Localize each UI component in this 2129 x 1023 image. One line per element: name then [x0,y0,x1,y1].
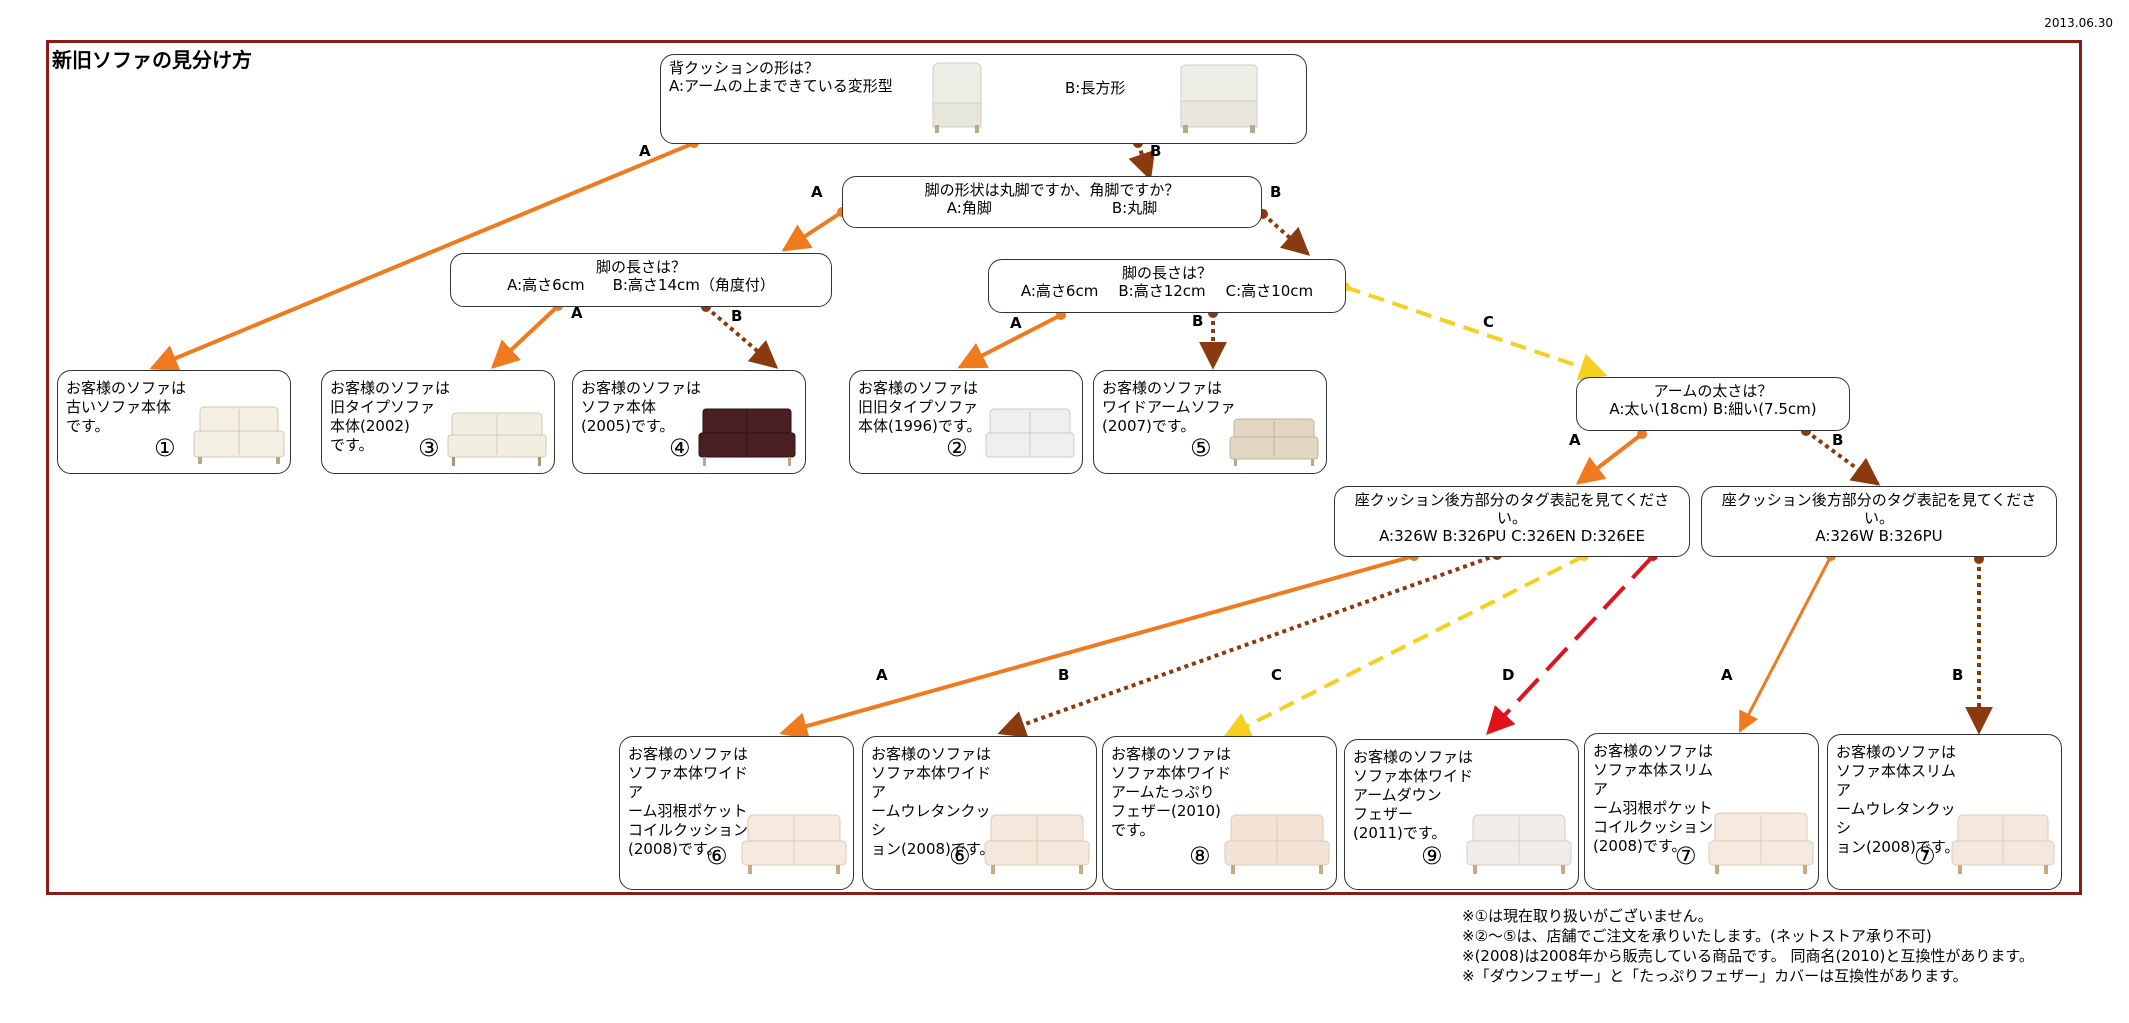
option-c: C:高さ10cm [1225,282,1314,300]
result-number: ③ [418,434,440,462]
options: A:326W B:326PU [1815,527,1943,545]
sofa-image [698,408,796,466]
back-cushion-a-image [932,62,982,133]
option-b: B:高さ14cm（角度付） [612,276,775,294]
question-arm-width: アームの太さは？ A:太い(18cm) B:細い(7.5cm) [1576,377,1850,431]
result-number: ⑥ [706,842,728,870]
result-7-feather: お客様のソファは ソファ本体スリムア ーム羽根ポケット コイルクッション (20… [1584,733,1819,890]
question-back-cushion: 背クッションの形は？ A:アームの上まできている変形型 B:長方形 [660,54,1307,144]
sofa-image [447,412,547,466]
footnote: ※②～⑤は、店舗でご注文を承りいたします。(ネットストア承り不可) [1462,927,1932,945]
footnote: ※(2008)は2008年から販売している商品です。 同商名(2010)と互換性… [1462,947,2034,965]
result-text: お客様のソファは ソファ本体 (2005)です。 [581,379,702,435]
result-number: ⑧ [1189,842,1211,870]
edge-label-q5b: B [1832,431,1844,449]
option-a: A:アームの上まできている変形型 [669,77,893,95]
question-seat-tag-b: 座クッション後方部分のタグ表記を見てください。 A:326W B:326PU [1701,486,2057,557]
footnotes: ※①は現在取り扱いがございません。 ※②～⑤は、店舗でご注文を承りいたします。(… [1462,906,2034,986]
options: A:326W B:326PU C:326EN D:326EE [1379,527,1645,545]
result-4: お客様のソファは ソファ本体 (2005)です。 ④ [572,370,806,474]
option-a: A:高さ6cm [1020,282,1099,300]
edge-label-q3a: A [571,304,583,322]
sofa-image [1229,418,1319,466]
footnote: ※「ダウンフェザー」と「たっぷりフェザー」カバーは互換性があります。 [1462,967,1968,985]
result-3: お客様のソファは 旧タイプソファ 本体(2002) です。 ③ [321,370,555,474]
result-number: ⑦ [1914,842,1936,870]
result-text: お客様のソファは ソファ本体ワイドア ームウレタンクッシ ョン(2008)です。 [871,745,995,858]
result-1: お客様のソファは 古いソファ本体 です。 ① [57,370,291,474]
footnote: ※①は現在取り扱いがございません。 [1462,907,1713,925]
result-text: お客様のソファは ソファ本体スリムア ームウレタンクッシ ョン(2008)です。 [1836,743,1960,856]
question-text: 脚の長さは？ [1121,264,1212,282]
page-title: 新旧ソファの見分け方 [52,48,252,72]
result-text: お客様のソファは 旧タイプソファ 本体(2002) です。 [330,379,451,454]
question-text: 脚の長さは？ [595,258,686,276]
question-leg-shape: 脚の形状は丸脚ですか、角脚ですか？ A:角脚 B:丸脚 [842,176,1262,228]
edge-label-q7b: B [1952,666,1964,684]
result-number: ④ [669,434,691,462]
edge-label-q1b: B [1150,142,1162,160]
result-text: お客様のソファは 旧旧タイプソファ 本体(1996)です。 [858,379,982,435]
result-text: お客様のソファは ソファ本体ワイド アームたっぷり フェザー(2010) です。 [1111,745,1232,839]
edge-label-q4c: C [1483,313,1495,331]
option-b: B:丸脚 [1111,199,1158,217]
result-number: ⑥ [949,842,971,870]
edge-label-q6a: A [876,666,888,684]
edge-label-q4b: B [1192,312,1204,330]
question-text: 座クッション後方部分のタグ表記を見てください。 [1354,491,1670,527]
option-b: B:長方形 [1065,79,1126,97]
diagram-frame [46,40,2082,895]
option-b: B:高さ12cm [1118,282,1206,300]
question-leg-length-b: 脚の長さは？ A:高さ6cm B:高さ12cm C:高さ10cm [988,259,1346,313]
result-2: お客様のソファは 旧旧タイプソファ 本体(1996)です。 ② [849,370,1083,474]
question-seat-tag-a: 座クッション後方部分のタグ表記を見てください。 A:326W B:326PU C… [1334,486,1690,557]
sofa-image [1708,812,1814,874]
result-number: ② [946,434,968,462]
result-8: お客様のソファは ソファ本体ワイド アームたっぷり フェザー(2010) です。… [1102,736,1337,890]
result-number: ⑤ [1190,434,1212,462]
edge-label-q6d: D [1502,666,1515,684]
edge-label-q1a: A [639,142,651,160]
result-text: お客様のソファは ソファ本体スリムア ーム羽根ポケット コイルクッション (20… [1593,742,1714,855]
sofa-image [1951,814,2055,874]
result-text: お客様のソファは ソファ本体ワイドア ーム羽根ポケット コイルクッション (20… [628,745,749,858]
result-text: お客様のソファは 古いソファ本体 です。 [66,379,187,435]
edge-label-q4a: A [1010,314,1022,332]
sofa-image [984,814,1090,874]
edge-label-q2b: B [1270,183,1282,201]
question-text: 脚の形状は丸脚ですか、角脚ですか？ [924,181,1180,199]
edge-label-q7a: A [1721,666,1733,684]
result-9: お客様のソファは ソファ本体ワイド アームダウン フェザー (2011)です。 … [1344,739,1579,890]
edge-label-q6c: C [1271,666,1283,684]
sofa-image [1224,814,1330,874]
result-number: ⑨ [1421,842,1443,870]
result-number: ⑦ [1675,842,1697,870]
edge-label-q3b: B [731,307,743,325]
edge-label-q5a: A [1569,431,1581,449]
result-text: お客様のソファは ワイドアームソファ (2007)です。 [1102,379,1236,435]
result-text: お客様のソファは ソファ本体ワイド アームダウン フェザー (2011)です。 [1353,748,1474,842]
sofa-image [741,814,847,874]
result-7-urethane: お客様のソファは ソファ本体スリムア ームウレタンクッシ ョン(2008)です。… [1827,734,2062,890]
option-a: A:角脚 [946,199,992,217]
back-cushion-b-image [1180,64,1258,133]
result-number: ① [154,434,176,462]
sofa-image [193,406,285,464]
result-5: お客様のソファは ワイドアームソファ (2007)です。 ⑤ [1093,370,1327,474]
question-leg-length-a: 脚の長さは？ A:高さ6cm B:高さ14cm（角度付） [450,253,832,307]
sofa-image [985,408,1075,458]
result-6-urethane: お客様のソファは ソファ本体ワイドア ームウレタンクッシ ョン(2008)です。… [862,736,1097,890]
options: A:太い(18cm) B:細い(7.5cm) [1609,400,1817,418]
question-text: 背クッションの形は？ [669,59,820,77]
option-a: A:高さ6cm [507,276,585,294]
sofa-image [1466,814,1572,874]
result-6-feather: お客様のソファは ソファ本体ワイドア ーム羽根ポケット コイルクッション (20… [619,736,854,890]
question-text: アームの太さは？ [1653,382,1773,400]
edge-label-q6b: B [1058,666,1070,684]
question-text: 座クッション後方部分のタグ表記を見てください。 [1721,491,2037,527]
edge-label-q2a: A [811,183,823,201]
date-label: 2013.06.30 [2044,16,2113,30]
